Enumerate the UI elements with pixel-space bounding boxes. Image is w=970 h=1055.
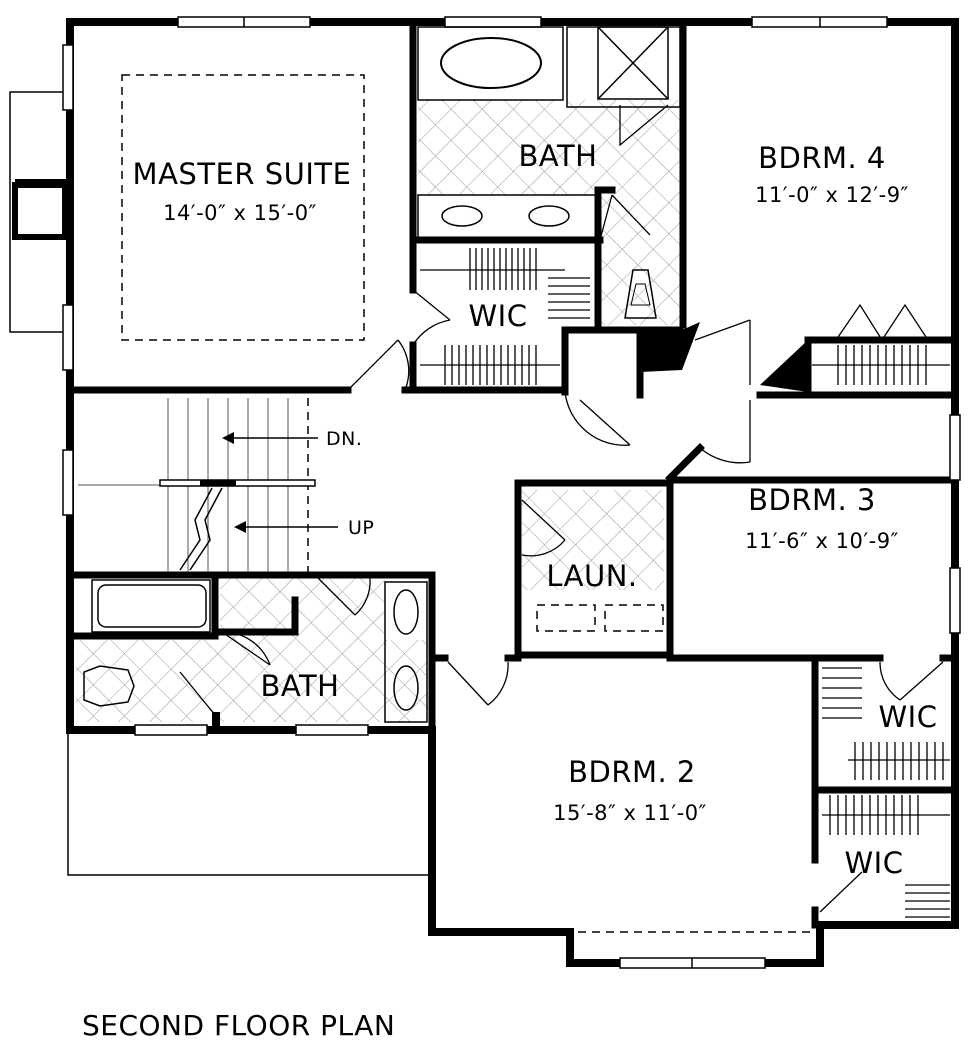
bdrm2-label: BDRM. 2 bbox=[568, 755, 696, 789]
master-suite-label: MASTER SUITE bbox=[133, 157, 352, 191]
left-bay bbox=[9, 91, 71, 333]
labels: MASTER SUITE 14′-0″ x 15′-0″ BATH BDRM. … bbox=[82, 139, 937, 1042]
laundry-label: LAUN. bbox=[546, 559, 637, 593]
bdrm3-dims: 11′-6″ x 10′-9″ bbox=[745, 529, 899, 553]
stairs-down-label: DN. bbox=[326, 428, 362, 450]
bdrm3-label: BDRM. 3 bbox=[748, 483, 876, 517]
bdrm2-dims: 15′-8″ x 11′-0″ bbox=[553, 801, 707, 825]
master-bath-label: BATH bbox=[518, 139, 597, 173]
bdrm2-wic-label: WIC bbox=[845, 846, 904, 880]
bdrm3-wic-label: WIC bbox=[879, 700, 938, 734]
deck-outline bbox=[67, 729, 433, 876]
tile-floors bbox=[76, 100, 680, 722]
bdrm4-dims: 11′-0″ x 12′-9″ bbox=[755, 183, 909, 207]
bdrm4-label: BDRM. 4 bbox=[758, 141, 886, 175]
stairs bbox=[78, 398, 338, 572]
master-wic-label: WIC bbox=[469, 299, 528, 333]
doors bbox=[179, 104, 944, 913]
master-bath-fixtures bbox=[417, 26, 681, 319]
master-suite-dims: 14′-0″ x 15′-0″ bbox=[163, 201, 317, 225]
hall-bath-fixtures bbox=[83, 579, 428, 723]
hall-bath-label: BATH bbox=[260, 669, 339, 703]
wall-fills bbox=[212, 322, 808, 726]
windows bbox=[62, 16, 961, 969]
stairs-up-label: UP bbox=[348, 517, 374, 539]
plan-title: SECOND FLOOR PLAN bbox=[82, 1009, 395, 1042]
closet-hangers bbox=[420, 248, 950, 918]
